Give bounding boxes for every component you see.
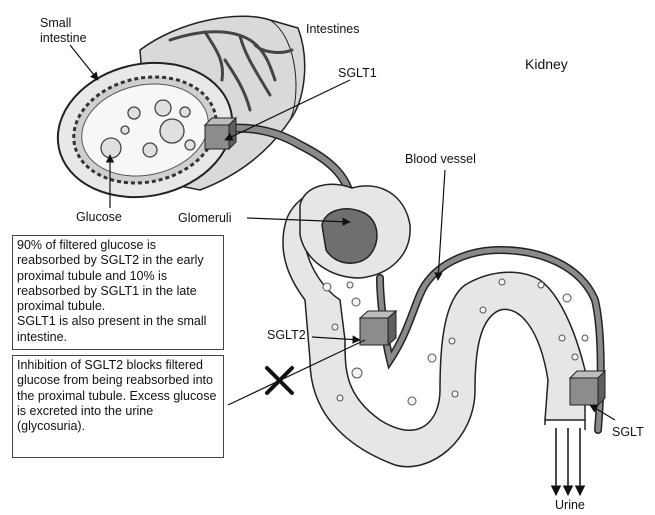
- sglt1-label: SGLT1: [338, 66, 377, 81]
- nephron-tubule: [283, 184, 588, 466]
- sglt1-kidney-transporter: [570, 371, 605, 405]
- kidney-label: Kidney: [525, 57, 568, 72]
- inhibition-note: Inhibition of SGLT2 blocks filtered gluc…: [12, 355, 224, 458]
- glucose-label: Glucose: [76, 210, 122, 225]
- urine-label: Urine: [555, 498, 585, 513]
- small-intestine-leader: [70, 45, 98, 80]
- urine-arrows: [556, 428, 580, 495]
- glomeruli-label: Glomeruli: [178, 211, 232, 226]
- intestines-label: Intestines: [306, 22, 360, 37]
- sglt2-label: SGLT2: [267, 328, 306, 343]
- inhibition-x-icon: [267, 368, 292, 393]
- sglt2-kidney-transporter: [360, 311, 396, 345]
- sglt-label: SGLT: [612, 425, 644, 440]
- reabsorption-note: 90% of filtered glucose is reabsorbed by…: [12, 235, 224, 350]
- sglt1-intestine-transporter: [205, 118, 236, 149]
- blood-vessel-label: Blood vessel: [405, 152, 476, 167]
- small-intestine-label: Small intestine: [40, 16, 87, 46]
